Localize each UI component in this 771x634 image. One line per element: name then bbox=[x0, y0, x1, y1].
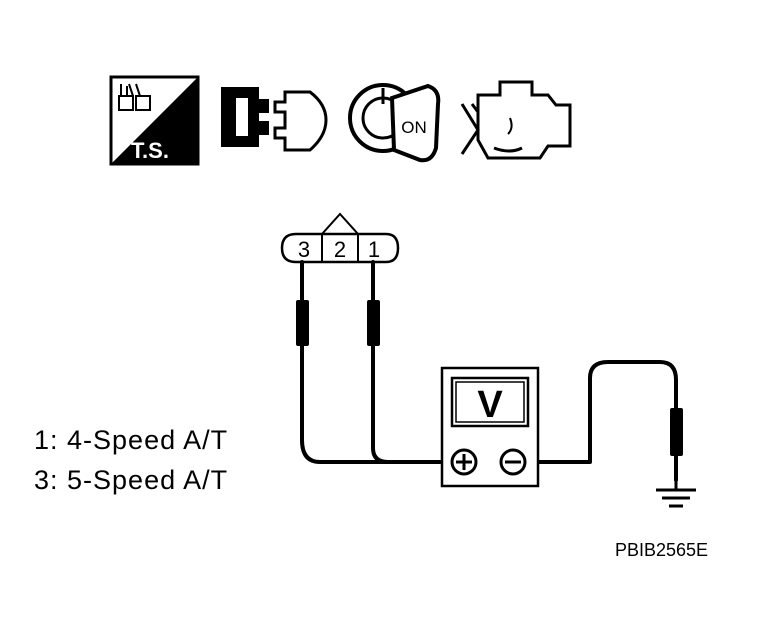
reference-code: PBIB2565E bbox=[615, 540, 709, 560]
connector-pin-2: 2 bbox=[334, 237, 346, 262]
connector-pin-1: 1 bbox=[368, 237, 380, 262]
legend-item-4-speed: 1: 4-Speed A/T bbox=[34, 425, 229, 455]
key-on-label: ON bbox=[401, 118, 427, 137]
ts-label: T.S. bbox=[131, 138, 169, 163]
connector-disconnect-icon bbox=[221, 87, 328, 152]
engine-stopped-icon bbox=[460, 80, 572, 160]
probe-handles bbox=[296, 300, 683, 456]
voltmeter-label: V bbox=[477, 384, 503, 426]
connector-3-2-1: 3 2 1 bbox=[280, 212, 400, 264]
trouble-diagnosis-icon: T.S. bbox=[109, 75, 200, 166]
legend-item-5-speed: 3: 5-Speed A/T bbox=[34, 465, 229, 495]
ground-icon bbox=[656, 478, 696, 508]
connector-pin-3: 3 bbox=[298, 237, 310, 262]
probe-wires bbox=[300, 260, 678, 482]
ignition-key-on-icon: ON bbox=[348, 83, 441, 163]
voltmeter: V bbox=[440, 366, 540, 488]
